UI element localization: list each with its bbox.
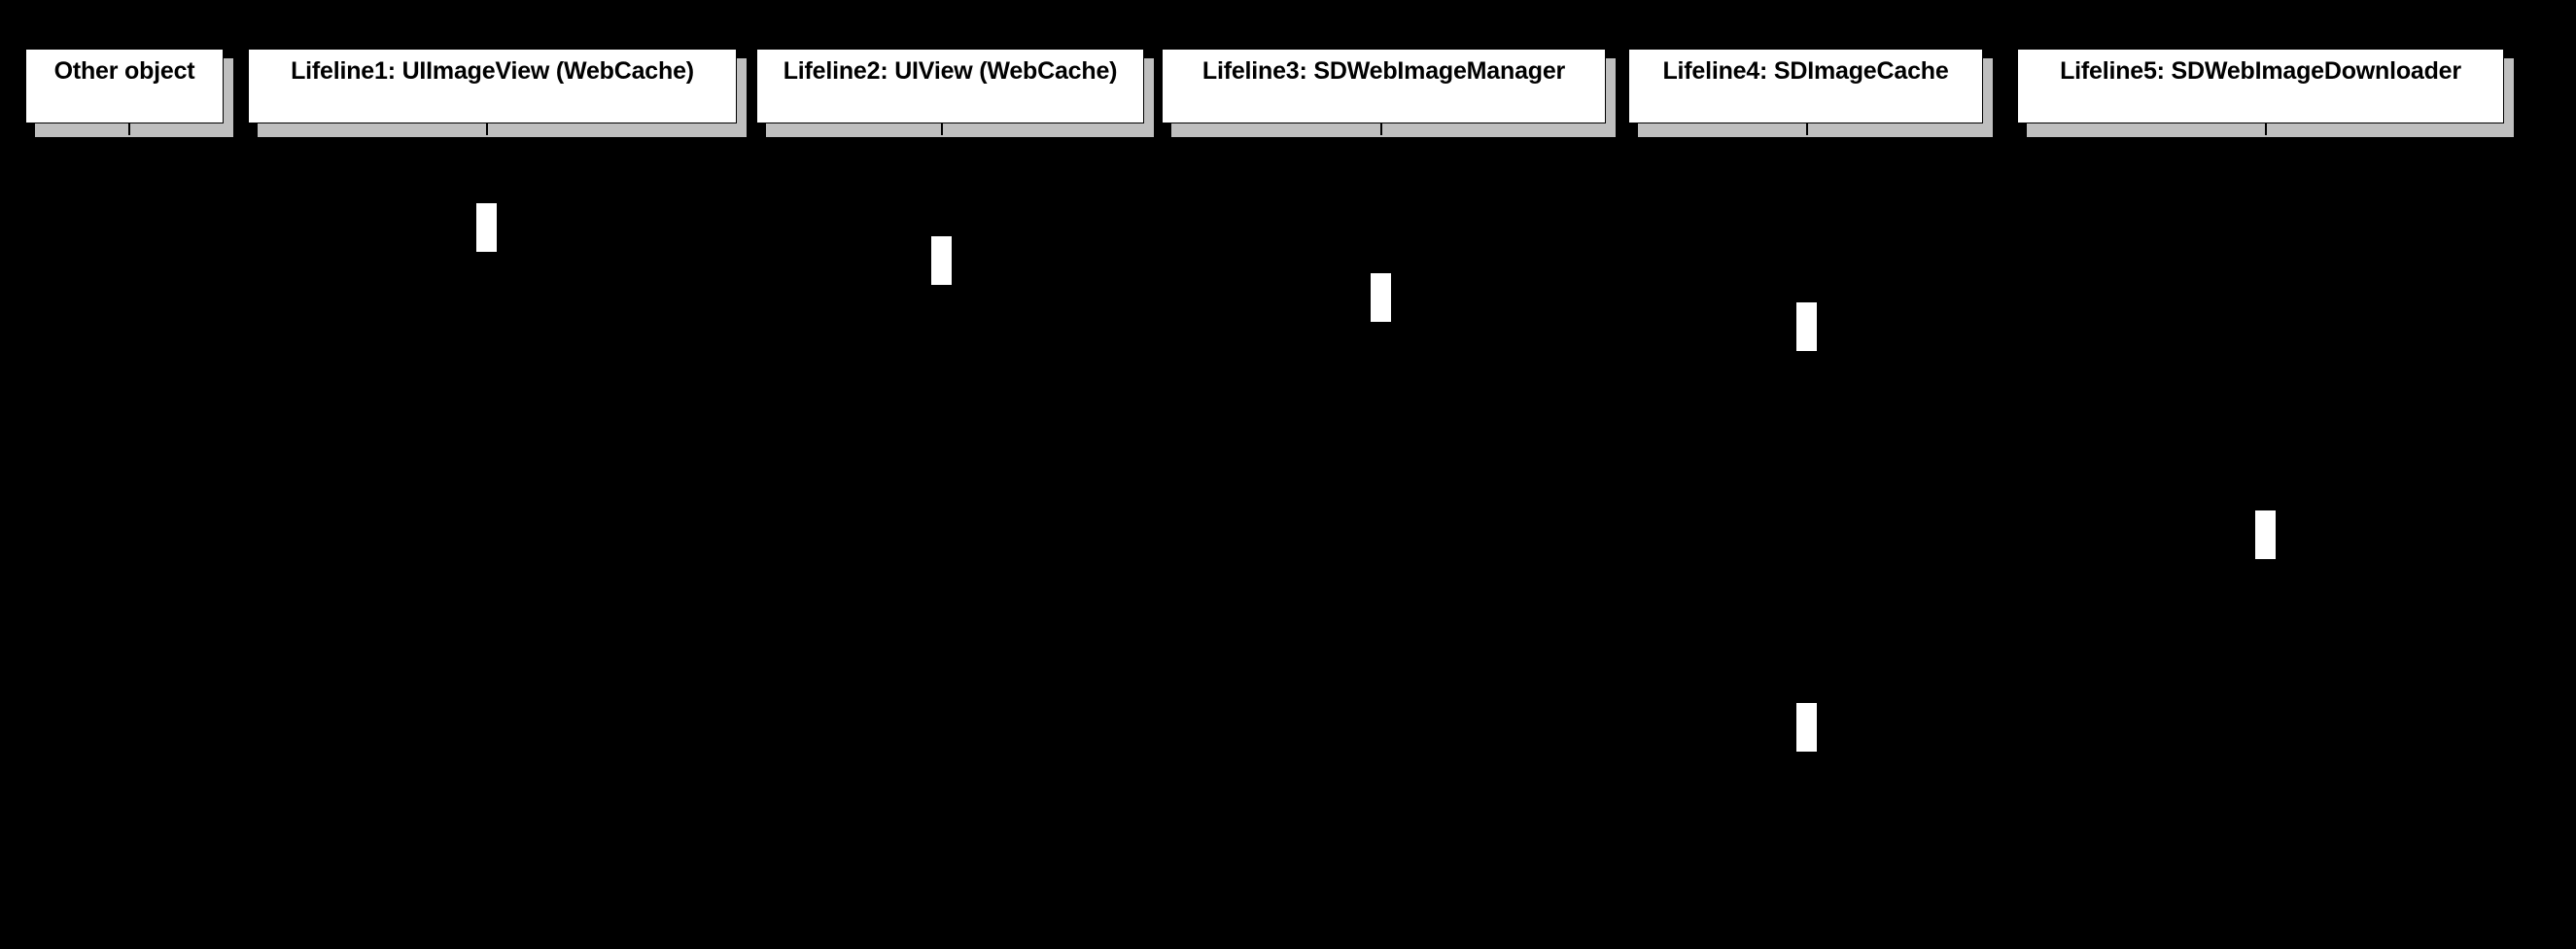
lifeline-head-box-lifeline5[interactable]: Lifeline5: SDWebImageDownloader — [2017, 49, 2504, 123]
lifeline-stem-lifeline2 — [941, 137, 943, 949]
activation-bar-lifeline1[interactable] — [476, 203, 497, 252]
lifeline-anchor-tick — [486, 123, 488, 135]
lifeline-stem-lifeline1 — [486, 137, 488, 949]
lifeline-head-label: Other object — [53, 57, 195, 85]
activation-bar-lifeline2[interactable] — [931, 236, 952, 285]
activation-bar-lifeline4[interactable] — [1796, 703, 1817, 752]
lifeline-head-box-lifeline4[interactable]: Lifeline4: SDImageCache — [1628, 49, 1983, 123]
lifeline-head-base — [766, 123, 1154, 137]
lifeline-head-box-lifeline2[interactable]: Lifeline2: UIView (WebCache) — [756, 49, 1144, 123]
lifeline-head-base — [1638, 123, 1993, 137]
lifeline-head-base — [35, 123, 233, 137]
lifeline-head-base — [2027, 123, 2514, 137]
lifeline-stem-lifeline3 — [1380, 137, 1382, 949]
lifeline-head-label: Lifeline3: SDWebImageManager — [1201, 57, 1566, 85]
lifeline-anchor-tick — [2265, 123, 2267, 135]
lifeline-head-base — [1171, 123, 1616, 137]
lifeline-anchor-tick — [1380, 123, 1382, 135]
lifeline-anchor-tick — [1806, 123, 1808, 135]
lifeline-anchor-tick — [128, 123, 130, 135]
lifeline-stem-other — [128, 137, 130, 949]
lifeline-head-label: Lifeline4: SDImageCache — [1662, 57, 1949, 85]
activation-bar-lifeline4[interactable] — [1796, 302, 1817, 351]
lifeline-anchor-tick — [941, 123, 943, 135]
lifeline-head-label: Lifeline1: UIImageView (WebCache) — [291, 57, 694, 85]
activation-bar-lifeline5[interactable] — [2255, 510, 2276, 559]
lifeline-stem-lifeline4 — [1806, 137, 1808, 949]
lifeline-head-box-lifeline1[interactable]: Lifeline1: UIImageView (WebCache) — [248, 49, 737, 123]
lifeline-head-box-other[interactable]: Other object — [25, 49, 224, 123]
lifeline-head-label: Lifeline5: SDWebImageDownloader — [2060, 57, 2461, 85]
activation-bar-lifeline3[interactable] — [1371, 273, 1391, 322]
lifeline-head-base — [258, 123, 747, 137]
lifeline-head-label: Lifeline2: UIView (WebCache) — [783, 57, 1118, 85]
lifeline-head-box-lifeline3[interactable]: Lifeline3: SDWebImageManager — [1162, 49, 1606, 123]
